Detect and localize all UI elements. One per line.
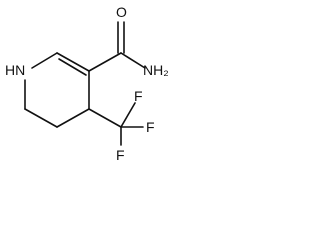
carbonyl-oxygen-label: O: [116, 4, 127, 20]
bond-c3-carbonyl: [88, 52, 122, 72]
bond-c4-c5: [56, 108, 90, 128]
bond-c2-c3: [56, 52, 90, 72]
structure-canvas: HN O NH₂ F F F: [0, 0, 180, 178]
fluorine-right-label: F: [146, 119, 155, 135]
molecule-diagram: HN O NH₂ F F F: [5, 4, 169, 163]
bond-c5-c6: [24, 108, 58, 128]
fluorine-top-label: F: [134, 88, 143, 104]
bond-n-c2: [31, 52, 58, 69]
amide-group-label: NH₂: [143, 62, 169, 78]
ring-nitrogen-label: HN: [5, 62, 25, 78]
bond-carbonyl-amide: [120, 52, 146, 69]
fluorine-bottom-label: F: [116, 147, 125, 163]
bond-c2-c3-double: [58, 58, 87, 76]
bond-c4-cf3: [88, 108, 122, 128]
bond-cf3-f-top: [120, 102, 136, 128]
